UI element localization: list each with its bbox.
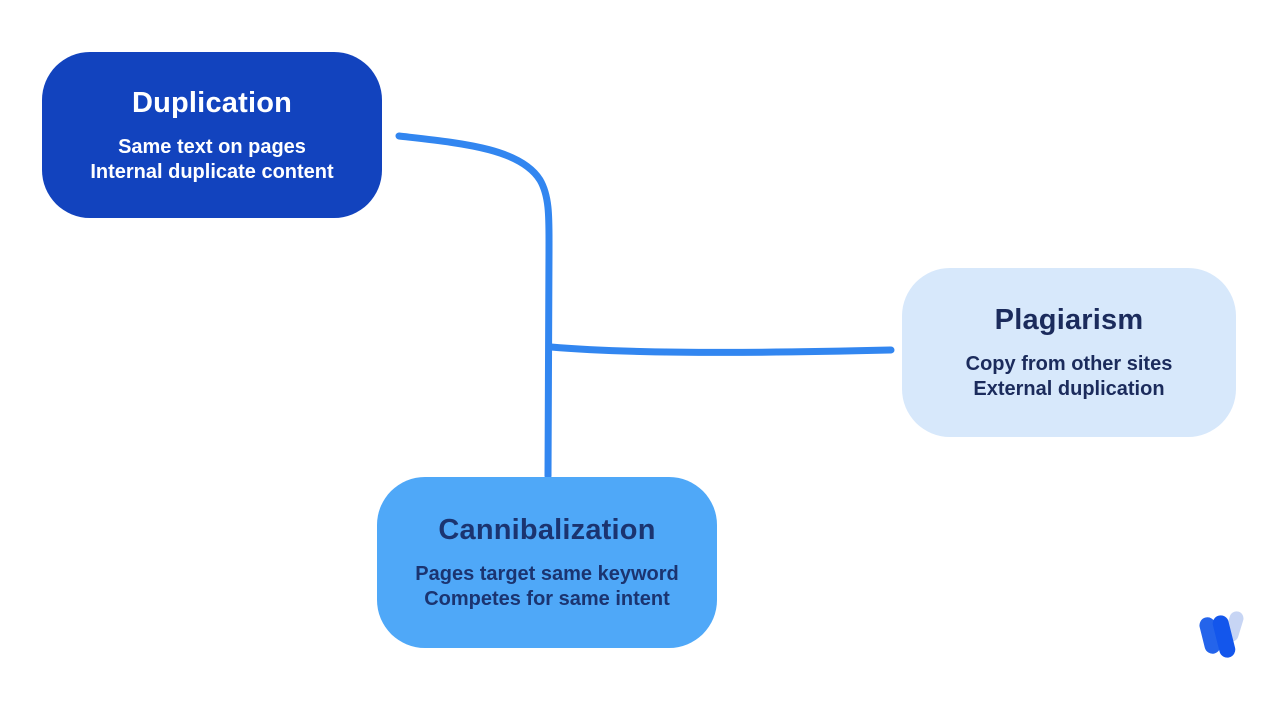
description-line: Copy from other sites [965, 353, 1173, 375]
connector-duplication-to-cannibalization [395, 132, 553, 480]
node-plagiarism: Plagiarism Copy from other sites Externa… [902, 268, 1236, 437]
node-cannibalization: Cannibalization Pages target same keywor… [377, 477, 717, 648]
description-line: Internal duplicate content [90, 160, 334, 183]
description-line: Competes for same intent [424, 588, 670, 610]
brand-logo [1197, 609, 1248, 662]
description-line: Pages target same keyword [415, 563, 679, 585]
description-line: Same text on pages [118, 135, 306, 158]
node-duplication: Duplication Same text on pages Internal … [42, 52, 382, 218]
node-plagiarism-title: Plagiarism [994, 304, 1144, 336]
node-plagiarism-description: Copy from other sites External duplicati… [966, 352, 1173, 402]
node-cannibalization-description: Pages target same keyword Competes for s… [415, 562, 678, 612]
node-duplication-description: Same text on pages Internal duplicate co… [90, 135, 333, 185]
node-duplication-title: Duplication [131, 86, 293, 119]
connector-junction-to-plagiarism [547, 343, 895, 356]
node-cannibalization-title: Cannibalization [438, 514, 656, 546]
description-line: External duplication [973, 378, 1165, 400]
